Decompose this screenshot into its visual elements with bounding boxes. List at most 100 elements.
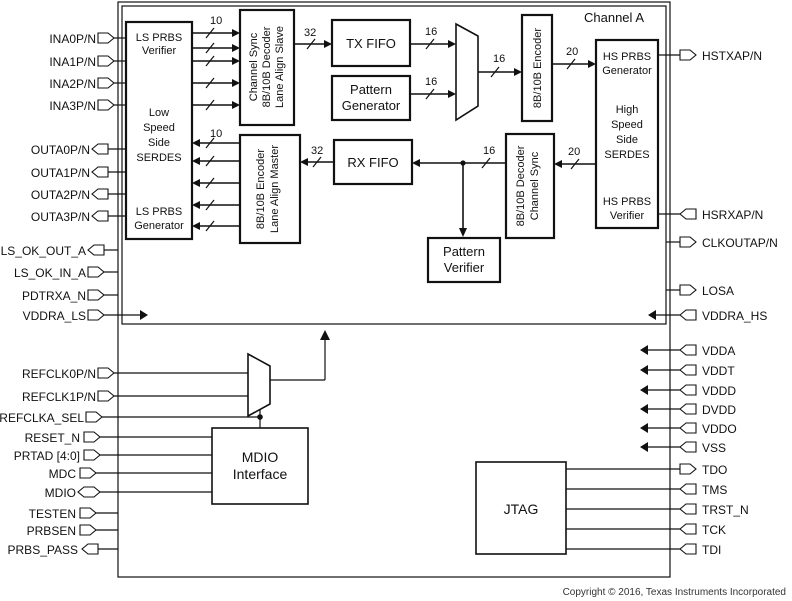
ls-serdes-label-2: Speed <box>143 122 175 134</box>
pin-mdc: MDC <box>49 467 212 481</box>
pin-reset: RESET_N <box>25 431 212 445</box>
pin-testen-icon <box>79 507 97 519</box>
pin-vss-icon <box>679 441 697 453</box>
pin-vddd-icon <box>679 384 697 396</box>
pin-refclka-sel-label: REFCLKA_SEL <box>0 411 84 425</box>
pin-clkoutap: CLKOUTAP/N <box>666 236 778 250</box>
pin-reset-label: RESET_N <box>25 431 80 445</box>
pin-ls-ok-in-icon <box>87 266 105 278</box>
bus-32-rx: 32 <box>300 145 334 168</box>
hs-encoder-label: 8B/10B Encoder <box>532 28 544 108</box>
pin-vddra-hs-label: VDDRA_HS <box>702 309 767 323</box>
pin-ina2-label: INA2P/N <box>49 77 96 91</box>
bus-16-fifo: 16 <box>410 26 456 50</box>
pin-prbsen-label: PRBSEN <box>27 524 76 538</box>
pin-tdi-icon <box>679 543 697 555</box>
mdio-label-2: Interface <box>233 466 288 482</box>
pin-ls-ok-out: LS_OK_OUT_A <box>1 244 118 258</box>
pin-hsrxap: HSRXAP/N <box>658 208 763 222</box>
pin-outa1-icon <box>91 166 109 178</box>
pin-vddo-icon <box>679 422 697 434</box>
pin-vdda: VDDA <box>640 344 735 358</box>
mdio-label-1: MDIO <box>242 449 279 465</box>
rx-fifo-block: RX FIFO <box>332 138 414 186</box>
rx-fifo-label: RX FIFO <box>347 155 398 170</box>
pin-tdi: TDI <box>566 543 721 557</box>
ls-serdes-label-1: Low <box>149 107 169 119</box>
jtag-label: JTAG <box>504 501 539 517</box>
hs-verifier-label-2: Verifier <box>610 210 645 222</box>
decoder-slave-label-2: 8B/10B Decoder <box>261 26 273 107</box>
pin-pdtrxa-label: PDTRXA_N <box>22 289 86 303</box>
ls-in-width-label: 10 <box>210 15 222 27</box>
ls-out-width-label: 10 <box>210 128 222 140</box>
pin-outa0-label: OUTA0P/N <box>31 143 90 157</box>
pin-vdda-icon <box>679 344 697 356</box>
pin-trst-label: TRST_N <box>702 503 749 517</box>
pin-ina3-icon <box>97 99 115 111</box>
decoder-slave-label-3: Lane Align Slave <box>274 26 286 108</box>
pin-ina3: INA3P/N <box>49 99 126 113</box>
pin-refclk0: REFCLK0P/N <box>22 367 248 381</box>
pin-tck-icon <box>679 523 697 535</box>
hs-decoder-label-2: Channel Sync <box>529 151 541 220</box>
jtag-pins: TDO TMS TRST_N TCK TDI <box>566 463 749 557</box>
ls-verifier-label-1: LS PRBS <box>136 32 182 44</box>
pin-clkoutap-label: CLKOUTAP/N <box>702 236 778 250</box>
pin-tdi-label: TDI <box>702 543 721 557</box>
pin-prtad-icon <box>83 449 101 461</box>
pin-trst-icon <box>679 503 697 515</box>
pin-outa3: OUTA3P/N <box>31 210 126 224</box>
pin-ina-group: INA0P/N INA1P/N INA2P/N INA3P/N <box>49 32 126 113</box>
encoder-lane-align-master: 8B/10B Encoder Lane Align Master <box>238 133 302 245</box>
pin-ls-ok-in-label: LS_OK_IN_A <box>14 266 86 280</box>
copyright-text: Copyright © 2016, Texas Instruments Inco… <box>563 587 786 598</box>
pattern-generator-block: Pattern Generator <box>330 74 412 122</box>
pin-outa2: OUTA2P/N <box>31 188 126 202</box>
pin-hsrxap-label: HSRXAP/N <box>702 208 763 222</box>
pattern-gen-label-1: Pattern <box>350 82 392 97</box>
pin-ina0-label: INA0P/N <box>49 32 96 46</box>
pin-tms-icon <box>679 483 697 495</box>
w16-mux-label: 16 <box>493 53 505 65</box>
pin-ina1: INA1P/N <box>49 55 126 69</box>
pin-losa-label: LOSA <box>702 284 734 298</box>
pin-tms: TMS <box>566 483 727 497</box>
channel-a-label: Channel A <box>584 10 644 25</box>
pin-vddd-label: VDDD <box>702 384 736 398</box>
bus-32-tx: 32 <box>294 27 332 50</box>
pin-ls-ok-in: LS_OK_IN_A <box>14 266 118 280</box>
pin-outa0-icon <box>91 143 109 155</box>
pin-refclk1-label: REFCLK1P/N <box>22 390 96 404</box>
pin-refclk1-icon <box>97 390 115 402</box>
hs-serdes-label-2: Speed <box>611 119 643 131</box>
pin-outa3-icon <box>91 210 109 222</box>
pin-trst: TRST_N <box>566 503 749 517</box>
pin-ina2-icon <box>97 77 115 89</box>
pin-refclk0-icon <box>97 367 115 379</box>
hs-generator-label-2: Generator <box>602 65 652 77</box>
ls-tx-buses: 10 <box>192 128 240 232</box>
pin-tdo: TDO <box>566 463 727 477</box>
pin-outa2-icon <box>91 188 109 200</box>
pin-refclk0-label: REFCLK0P/N <box>22 367 96 381</box>
ls-serdes-label-3: Side <box>148 137 170 149</box>
pin-outa2-label: OUTA2P/N <box>31 188 90 202</box>
pin-outa3-label: OUTA3P/N <box>31 210 90 224</box>
refclk-mux <box>247 330 330 428</box>
pin-prbs-pass: PRBS_PASS <box>8 543 118 557</box>
pin-losa: LOSA <box>666 284 734 298</box>
hs-verifier-label-1: HS PRBS <box>603 196 651 208</box>
pin-hsrxap-icon <box>679 208 697 220</box>
pin-mdio-label: MDIO <box>45 486 76 500</box>
pin-dvdd: DVDD <box>640 403 736 417</box>
pin-outa-group: OUTA0P/N OUTA1P/N OUTA2P/N OUTA3P/N <box>31 143 126 224</box>
ls-generator-label-1: LS PRBS <box>136 206 182 218</box>
pin-vddra-ls-label: VDDRA_LS <box>23 309 86 323</box>
channel-a-region <box>121 5 667 325</box>
pin-ls-ok-out-icon <box>87 244 105 256</box>
pin-ina3-label: INA3P/N <box>49 99 96 113</box>
pin-vddo: VDDO <box>640 422 737 436</box>
pin-testen: TESTEN <box>29 507 118 521</box>
